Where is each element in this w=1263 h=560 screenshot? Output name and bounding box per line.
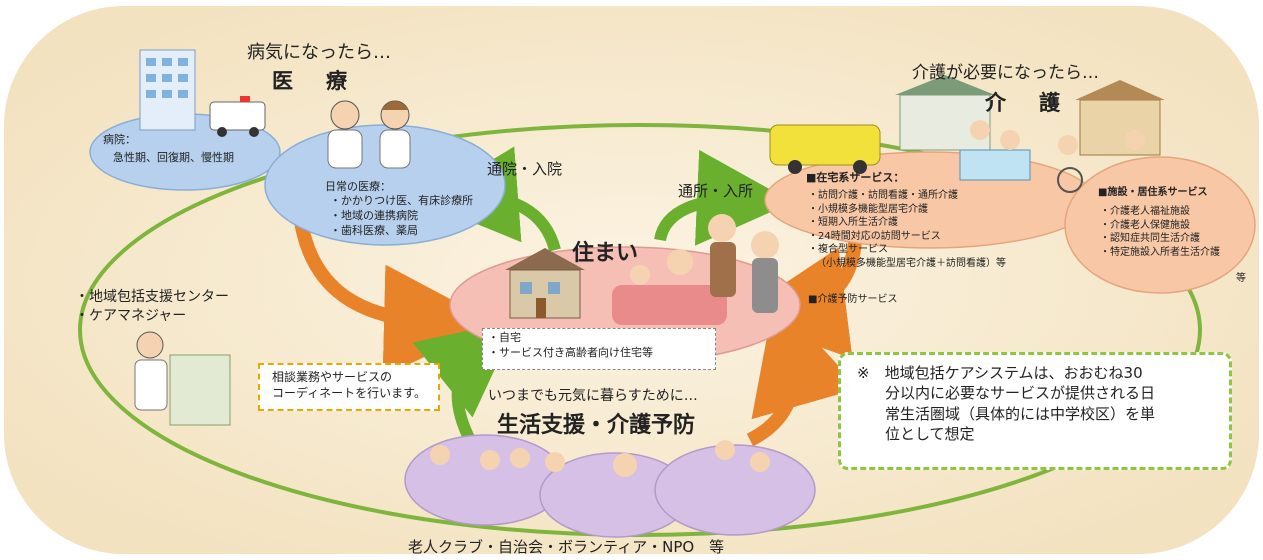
care-heading-pre: 介護が必要になったら…: [912, 63, 1099, 83]
care-building-icon: [895, 75, 1165, 156]
home-service-item: （小規模多機能型居宅介護＋訪問看護）等: [816, 257, 1006, 269]
home-service-item: ・訪問介護・訪問看護・通所介護: [808, 190, 958, 201]
arrow-home-to-support: [746, 296, 860, 447]
note-line: 位として想定: [885, 424, 975, 443]
support-ellipse-right: [654, 444, 816, 536]
care-manager-icon: [134, 331, 231, 426]
home-service-item: ・短期入所生活介護: [808, 217, 898, 228]
ambulance-icon: [209, 96, 266, 137]
medical-heading: 医 療: [272, 69, 353, 93]
note-line: 分以内に必要なサービスが提供される日: [885, 384, 1156, 403]
home-items: ・自宅 ・サービス付き高齢者向け住宅等: [488, 331, 653, 361]
arrow-home-to-care: [654, 149, 793, 246]
facility-services-list: ・介護老人福祉施設 ・介護老人保健施設 ・認知症共同生活介護 ・特定施設入所者生…: [1100, 205, 1220, 259]
home-title: 住まい: [572, 241, 639, 266]
hospital-building-icon: [139, 49, 196, 131]
family-icon: [612, 214, 779, 325]
coordination-text: 相談業務やサービスの コーディネートを行います。: [272, 369, 426, 401]
home-service-item: ・複合型サービス: [808, 244, 888, 255]
facility-services-suffix: 等: [1236, 273, 1246, 284]
house-icon: [505, 248, 585, 319]
left-support-list: ・地域包括支援センター ・ケアマネジャー: [75, 288, 229, 326]
seniors-group-icon: [430, 440, 770, 477]
daily-medical-item: ・地域の連携病院: [330, 208, 418, 222]
arrow-medical-to-home: [293, 214, 496, 377]
care-heading: 介 護: [985, 91, 1066, 115]
left-support-item: ・地域包括支援センター: [75, 289, 229, 305]
home-item: ・自宅: [488, 331, 521, 344]
note-box: [838, 352, 1232, 470]
daily-medical-list: ・かかりつけ医、有床診療所 ・地域の連携病院 ・歯科医療、薬局: [330, 194, 473, 239]
facility-care-ellipse: [1064, 156, 1256, 294]
doctor-icon: [327, 100, 363, 169]
note-line: 常生活圏域（具体的には中学校区）を単: [885, 404, 1156, 423]
support-caption: いつまでも元気に暮らすために…: [488, 388, 698, 404]
note-line: ※ 地域包括ケアシステムは、おおむね30: [857, 364, 1143, 382]
home-item: ・サービス付き高齢者向け住宅等: [488, 345, 653, 359]
medical-heading-pre: 病気になったら…: [247, 42, 391, 63]
home-service-item: ・24時間対応の訪問サービス: [808, 230, 941, 242]
daily-medical-label: 日常の医療：: [325, 180, 391, 193]
support-ellipse-left: [404, 434, 566, 526]
hospital-label: 病院：: [103, 133, 136, 146]
support-heading: 生活支援・介護予防: [497, 413, 696, 438]
daily-medical-item: ・歯科医療、薬局: [330, 223, 418, 237]
coordination-box: [258, 363, 440, 411]
home-service-item: ・小規模多機能型居宅介護: [808, 203, 928, 215]
home-services-list: ・訪問介護・訪問看護・通所介護 ・小規模多機能型居宅介護 ・短期入所生活介護 ・…: [808, 189, 1006, 270]
bathing-care-icon: [959, 120, 1031, 181]
wheelchair-icon: [1057, 130, 1145, 193]
nurse-icon: [379, 100, 411, 169]
hospital-visit-label: 通院・入院: [487, 160, 563, 178]
home-services-label: ■在宅系サービス：: [806, 171, 905, 184]
coordination-line: 相談業務やサービスの: [272, 370, 393, 384]
facility-service-item: ・特定施設入所者生活介護: [1100, 246, 1220, 258]
arrow-support-to-home: [412, 319, 518, 443]
home-items-box: [482, 328, 716, 370]
daily-medical-item: ・かかりつけ医、有床診療所: [330, 194, 474, 207]
facility-service-item: ・認知症共同生活介護: [1100, 233, 1200, 244]
care-van-icon: [769, 124, 881, 174]
left-support-item: ・ケアマネジャー: [75, 307, 187, 324]
facility-service-item: ・介護老人福祉施設: [1100, 206, 1190, 217]
hospital-types: 急性期、回復期、慢性期: [113, 151, 234, 164]
facility-services-label: ■施設・居住系サービス: [1098, 187, 1208, 198]
coordination-line: コーディネートを行います。: [272, 386, 426, 401]
prevention-service-label: ■介護予防サービス: [808, 294, 898, 305]
facility-visit-label: 通所・入所: [678, 182, 754, 200]
facility-service-item: ・介護老人保健施設: [1100, 219, 1190, 231]
support-bottom-label: 老人クラブ・自治会・ボランティア・NPO 等: [408, 538, 725, 556]
note-text: ※ 地域包括ケアシステムは、おおむね30 分以内に必要なサービスが提供される日 …: [857, 363, 1155, 444]
